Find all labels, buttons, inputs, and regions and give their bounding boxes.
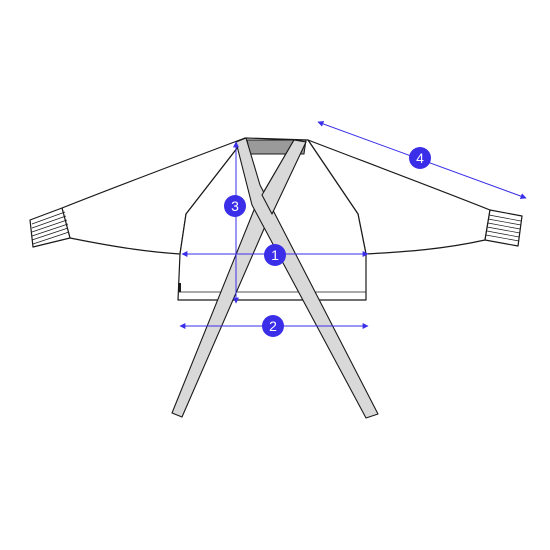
- measure-badge-1: 1: [264, 244, 286, 266]
- side-label-tab: [178, 283, 181, 292]
- measure-badge-3-label: 3: [231, 198, 239, 214]
- band-crossover: [261, 139, 307, 215]
- measure-badge-3: 3: [224, 195, 246, 217]
- garment-sketch: [29, 137, 523, 419]
- measure-badge-1-label: 1: [271, 247, 279, 263]
- measure-badge-4-label: 4: [416, 150, 424, 166]
- measure-badge-4: 4: [409, 147, 431, 169]
- right-cuff: [484, 209, 523, 247]
- measure-badge-2-label: 2: [269, 318, 277, 334]
- measure-badge-2: 2: [262, 315, 284, 337]
- left-cuff: [29, 207, 71, 248]
- right-cuff-ribbing: [485, 214, 522, 242]
- left-cuff-ribbing: [31, 211, 70, 245]
